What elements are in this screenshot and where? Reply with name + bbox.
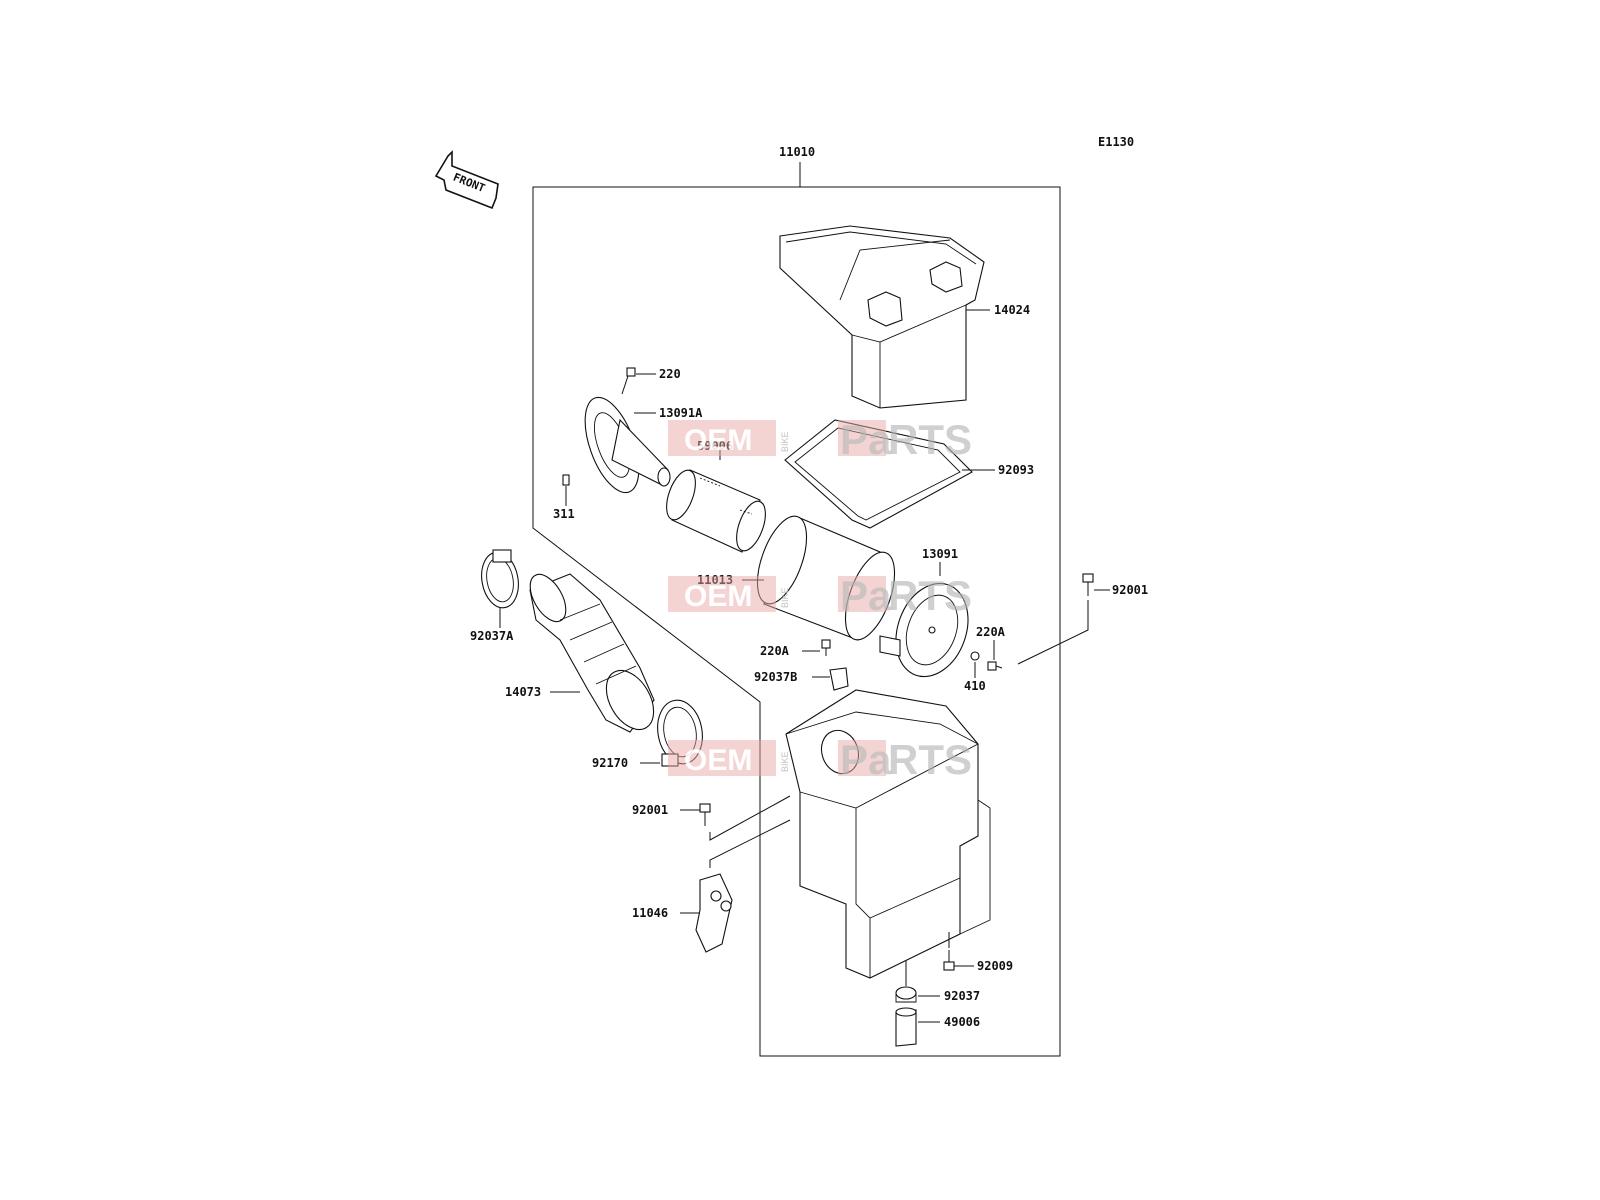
label-92037A: 92037A: [470, 629, 514, 643]
label-92009: 92009: [977, 959, 1013, 973]
svg-text:Pa: Pa: [840, 572, 892, 619]
label-59006: 59006: [697, 439, 733, 453]
label-410: 410: [964, 679, 986, 693]
label-92170: 92170: [592, 756, 628, 770]
label-11046: 11046: [632, 906, 668, 920]
label-220A-left: 220A: [760, 644, 790, 658]
label-11010: 11010: [779, 145, 815, 159]
screw-220A-left: [821, 639, 831, 656]
label-14073: 14073: [505, 685, 541, 699]
intake-duct-14073: [529, 573, 655, 733]
svg-text:BIKE: BIKE: [780, 751, 790, 772]
label-311: 311: [553, 507, 575, 521]
seal-92093: [784, 419, 973, 529]
bolt-92009: [943, 950, 955, 971]
label-92093: 92093: [998, 463, 1034, 477]
label-11013: 11013: [697, 573, 733, 587]
clamp-92037: [895, 986, 917, 1003]
watermark-2: OEM BIKE Pa RTS: [668, 572, 972, 619]
element-11013: [756, 515, 896, 641]
svg-text:OEM: OEM: [684, 580, 752, 613]
drain-cap-49006: [895, 1007, 917, 1047]
label-92001-right: 92001: [1112, 583, 1148, 597]
screw-220: [621, 367, 636, 395]
washer-410: [970, 651, 980, 661]
clamp-92037B: [829, 667, 849, 691]
holder-13091: [879, 582, 969, 678]
svg-text:OEM: OEM: [684, 744, 752, 777]
svg-text:RTS: RTS: [888, 416, 972, 463]
label-13091A: 13091A: [659, 406, 703, 420]
label-14024: 14024: [994, 303, 1030, 317]
svg-text:RTS: RTS: [888, 736, 972, 783]
svg-text:Pa: Pa: [840, 416, 892, 463]
label-92001-left: 92001: [632, 803, 668, 817]
bolt-92001-left: [699, 803, 711, 826]
svg-text:BIKE: BIKE: [780, 587, 790, 608]
label-220A-right: 220A: [976, 625, 1006, 639]
label-220: 220: [659, 367, 681, 381]
screw-220A-right: [987, 661, 1003, 671]
air-box-case: [785, 689, 991, 979]
svg-text:Pa: Pa: [840, 736, 892, 783]
svg-text:RTS: RTS: [888, 572, 972, 619]
label-92037: 92037: [944, 989, 980, 1003]
air-box-cover: [779, 225, 985, 409]
front-arrow-icon: FRONT: [434, 150, 499, 210]
inner-element-59006: [666, 469, 766, 553]
svg-text:OEM: OEM: [684, 424, 752, 457]
watermark-1: OEM BIKE Pa RTS: [668, 416, 972, 463]
watermark-3: OEM BIKE Pa RTS: [668, 736, 972, 783]
assembly-outline: [532, 162, 1061, 1057]
label-49006: 49006: [944, 1015, 980, 1029]
svg-text:BIKE: BIKE: [780, 431, 790, 452]
label-92037B: 92037B: [754, 670, 797, 684]
clamp-92170: [657, 699, 703, 767]
bracket-11046: [695, 873, 733, 953]
diagram-code: E1130: [1098, 135, 1134, 149]
holder-13091A: [584, 396, 671, 494]
clamp-92037A: [481, 549, 519, 609]
pin-311: [562, 474, 570, 486]
label-13091: 13091: [922, 547, 958, 561]
bolt-92001-right: [1082, 573, 1094, 596]
